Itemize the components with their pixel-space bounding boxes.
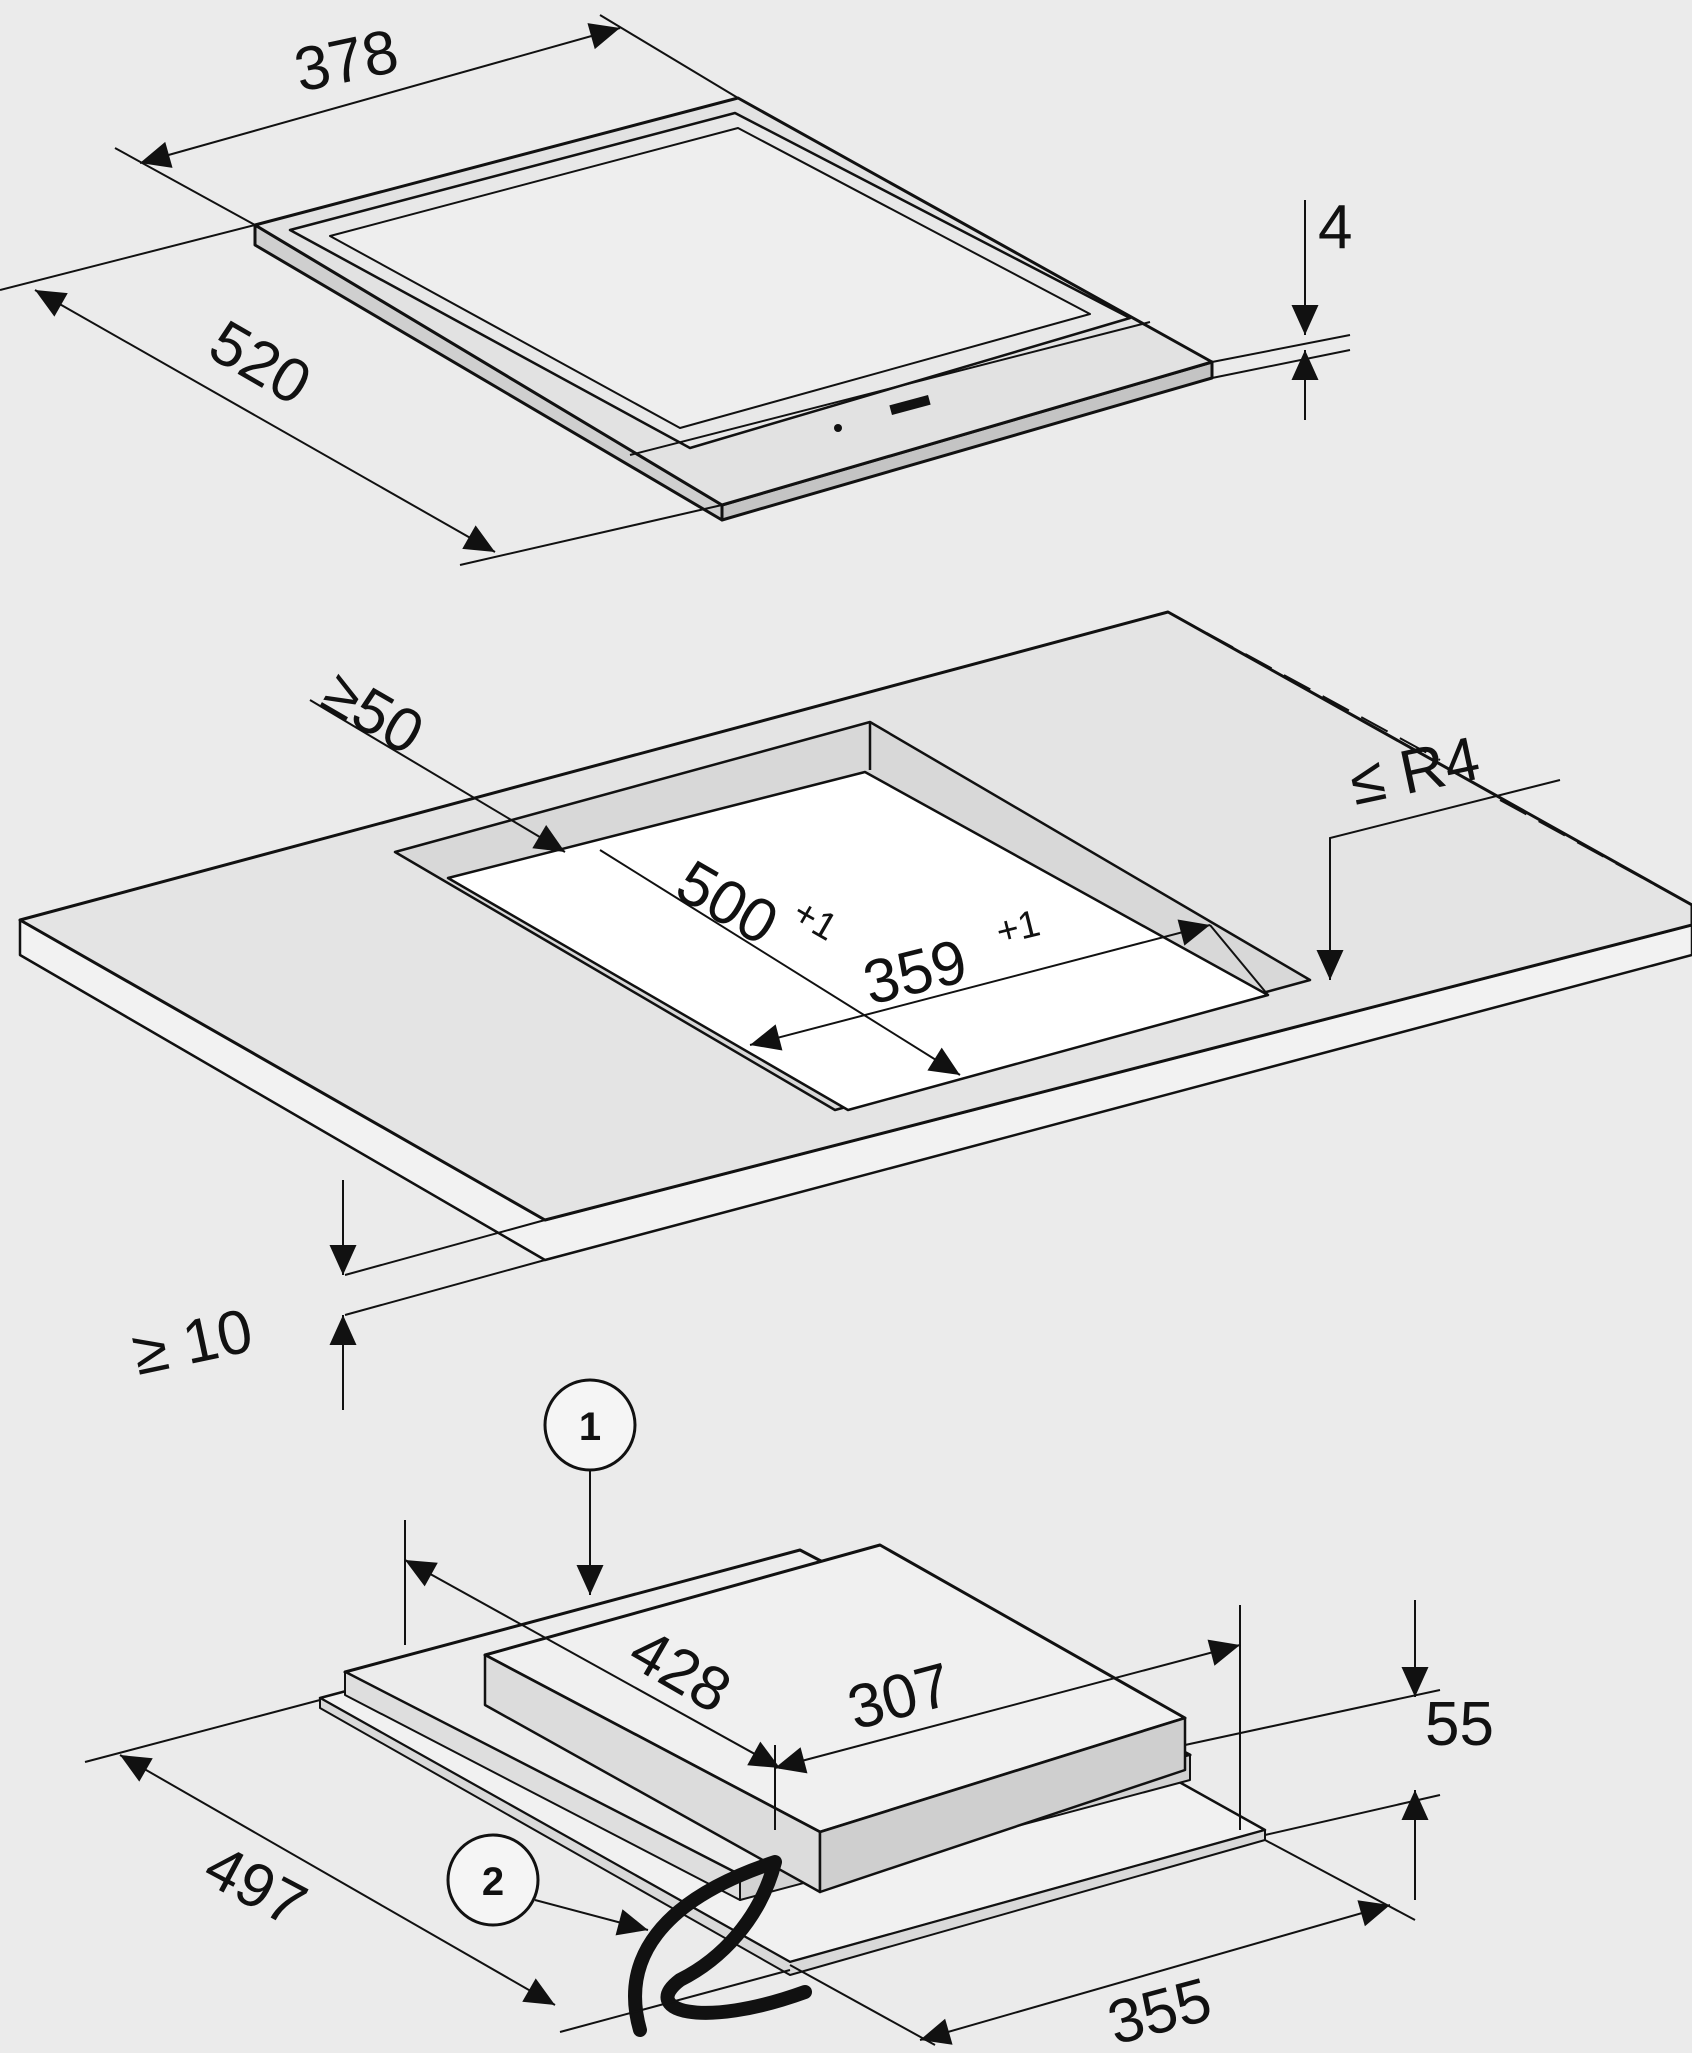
hob-control-strip (629, 321, 1151, 456)
dim-underside-width (774, 1605, 1241, 1830)
label-hob-thickness: 4 (1318, 193, 1352, 262)
dim-worktop-thickness (329, 1180, 546, 1410)
label-frame-width: 355 (1101, 1965, 1219, 2048)
dim-hob-width (114, 14, 739, 226)
callout-2-label: 2 (482, 1860, 504, 1904)
label-frame-depth: 497 (193, 1831, 317, 1940)
dim-underside-height (1184, 1600, 1441, 1900)
power-cable (628, 1855, 812, 2037)
dim-hob-depth (0, 224, 723, 566)
dim-corner-radius (1316, 779, 1561, 980)
label-underside-height: 55 (1425, 1690, 1494, 1759)
dim-cutout-width (749, 919, 1269, 1051)
label-cutout-width-tolerance: +1 (992, 902, 1044, 953)
label-hob-depth: 520 (198, 307, 322, 418)
hob-logo (889, 394, 931, 416)
label-hob-width: 378 (289, 17, 405, 106)
worktop-figure (18, 610, 1692, 1262)
dim-edge-distance (309, 699, 566, 853)
hob-sensor-dot (834, 424, 842, 432)
dim-hob-thickness (1211, 200, 1351, 420)
label-worktop-thickness: ≥ 10 (127, 1296, 259, 1388)
worktop-dashed-lines (19, 611, 1692, 1261)
label-edge-distance: ≥50 (311, 657, 435, 768)
dim-frame-width (789, 1839, 1416, 2046)
dim-frame-depth (84, 1699, 791, 2033)
hob-figure (253, 96, 1214, 522)
dim-underside-depth (404, 1520, 781, 1769)
callout-1-label: 1 (579, 1405, 601, 1449)
